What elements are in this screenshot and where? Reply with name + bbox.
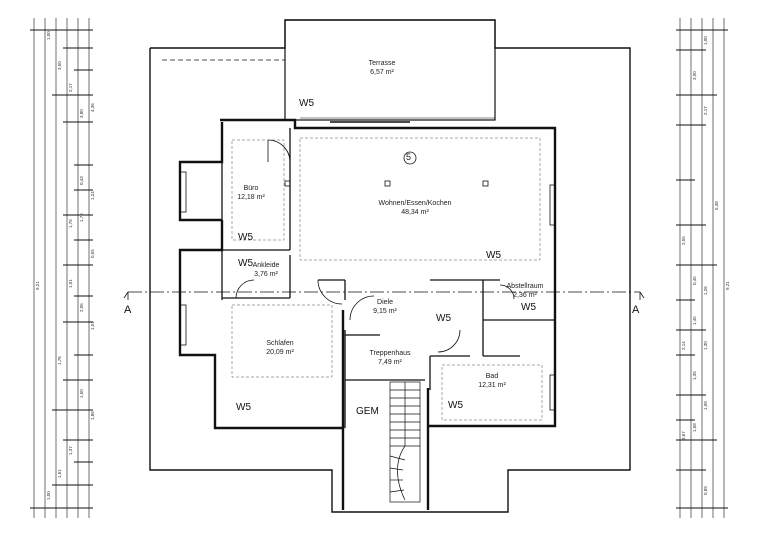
w5-label-diele: W5 bbox=[436, 313, 451, 324]
dim-left: 1,51 bbox=[90, 321, 95, 330]
room-area-diele: 9,15 m² bbox=[373, 308, 397, 315]
dim-right: 5,38 bbox=[714, 201, 719, 210]
room-area-abstellraum: 2,36 m² bbox=[513, 292, 537, 299]
room-area-terrasse: 6,57 m² bbox=[370, 69, 394, 76]
dim-ticks-right bbox=[676, 29, 728, 509]
staircase bbox=[389, 381, 421, 503]
w5-label-wohnen: W5 bbox=[486, 250, 501, 261]
w5-label-terrace: W5 bbox=[299, 98, 314, 109]
dim-left: 1,86 bbox=[90, 411, 95, 420]
room-area-treppenhaus: 7,49 m² bbox=[378, 359, 402, 366]
dim-right: 2,55 bbox=[681, 236, 686, 245]
dim-left: 2,17 bbox=[68, 83, 73, 92]
dim-left-total: 9,21 bbox=[35, 281, 40, 290]
room-name-wohnen: Wohnen/Essen/Kochen bbox=[378, 200, 452, 207]
windows bbox=[179, 171, 556, 411]
dim-right: 1,00 bbox=[703, 36, 708, 45]
vent-symbols bbox=[284, 180, 489, 187]
room-name-treppenhaus: Treppenhaus bbox=[369, 350, 411, 357]
w5-label-buero: W5 bbox=[238, 232, 253, 243]
room-name-buero: Büro bbox=[243, 185, 259, 192]
dim-left: 1,76 bbox=[79, 213, 84, 222]
dim-left: 1,50 bbox=[79, 389, 84, 398]
dim-left: 2,05 bbox=[79, 303, 84, 312]
room-area-bad: 12,31 m² bbox=[478, 382, 506, 389]
room-area-wohnen: 48,34 m² bbox=[401, 209, 429, 216]
room-name-schlafen: Schlafen bbox=[266, 340, 294, 347]
dim-left: 1,51 bbox=[57, 469, 62, 478]
room-name-ankleide: Ankleide bbox=[252, 262, 280, 269]
dim-left: 1,24 bbox=[90, 191, 95, 200]
dim-right: 0,45 bbox=[692, 276, 697, 285]
dim-lines-right bbox=[679, 18, 725, 518]
section-line bbox=[123, 291, 645, 300]
gem-label: GEM bbox=[356, 406, 379, 417]
dim-left: 3,80 bbox=[79, 109, 84, 118]
dim-left: 1,00 bbox=[46, 491, 51, 500]
dim-right: 1,58 bbox=[692, 423, 697, 432]
section-marker-right: A bbox=[632, 304, 640, 316]
terrace-walls bbox=[284, 19, 496, 123]
room-name-bad: Bad bbox=[485, 373, 499, 380]
w5-label-abstellraum: W5 bbox=[521, 302, 536, 313]
dim-left: 1,37 bbox=[68, 446, 73, 455]
dim-right: 2,17 bbox=[703, 106, 708, 115]
dim-right: 3,67 bbox=[681, 431, 686, 440]
room-name-abstellraum: Abstellraum bbox=[506, 283, 544, 290]
room-area-ankleide: 3,76 m² bbox=[254, 271, 278, 278]
w5-label-schlafen: W5 bbox=[236, 402, 251, 413]
dim-left: 1,00 bbox=[46, 31, 51, 40]
unit-number: 5 bbox=[406, 152, 412, 162]
doors bbox=[235, 139, 515, 353]
dim-right: 1,09 bbox=[703, 401, 708, 410]
w5-label-ankleide: W5 bbox=[238, 258, 253, 269]
room-area-schlafen: 20,09 m² bbox=[266, 349, 294, 356]
main-walls bbox=[178, 118, 557, 510]
unit-number-circle bbox=[403, 151, 417, 165]
dim-left: 0,43 bbox=[79, 176, 84, 185]
dim-left: 1,01 bbox=[68, 279, 73, 288]
dim-right: 2,14 bbox=[681, 341, 686, 350]
dim-right: 1,45 bbox=[692, 316, 697, 325]
room-name-terrasse: Terrasse bbox=[368, 60, 396, 67]
dim-left: 0,55 bbox=[90, 249, 95, 258]
dim-lines-left bbox=[33, 18, 90, 518]
dim-right-total: 9,21 bbox=[725, 281, 730, 290]
w5-label-bad: W5 bbox=[448, 400, 463, 411]
dim-left: 1,76 bbox=[57, 356, 62, 365]
room-name-diele: Diele bbox=[377, 299, 393, 306]
dim-right: 1,26 bbox=[703, 286, 708, 295]
inner-walls bbox=[221, 128, 555, 428]
section-marker-left: A bbox=[124, 304, 132, 316]
dim-left: 3,50 bbox=[57, 61, 62, 70]
dim-left: 4,36 bbox=[90, 103, 95, 112]
room-area-buero: 12,18 m² bbox=[237, 194, 265, 201]
dim-right: 1,35 bbox=[692, 371, 697, 380]
dashed-lines bbox=[231, 137, 543, 421]
dim-right: 3,50 bbox=[692, 71, 697, 80]
dim-ticks-left bbox=[30, 29, 93, 509]
dim-right: 0,89 bbox=[703, 486, 708, 495]
dim-right: 1,30 bbox=[703, 341, 708, 350]
dim-left: 1,76 bbox=[68, 219, 73, 228]
